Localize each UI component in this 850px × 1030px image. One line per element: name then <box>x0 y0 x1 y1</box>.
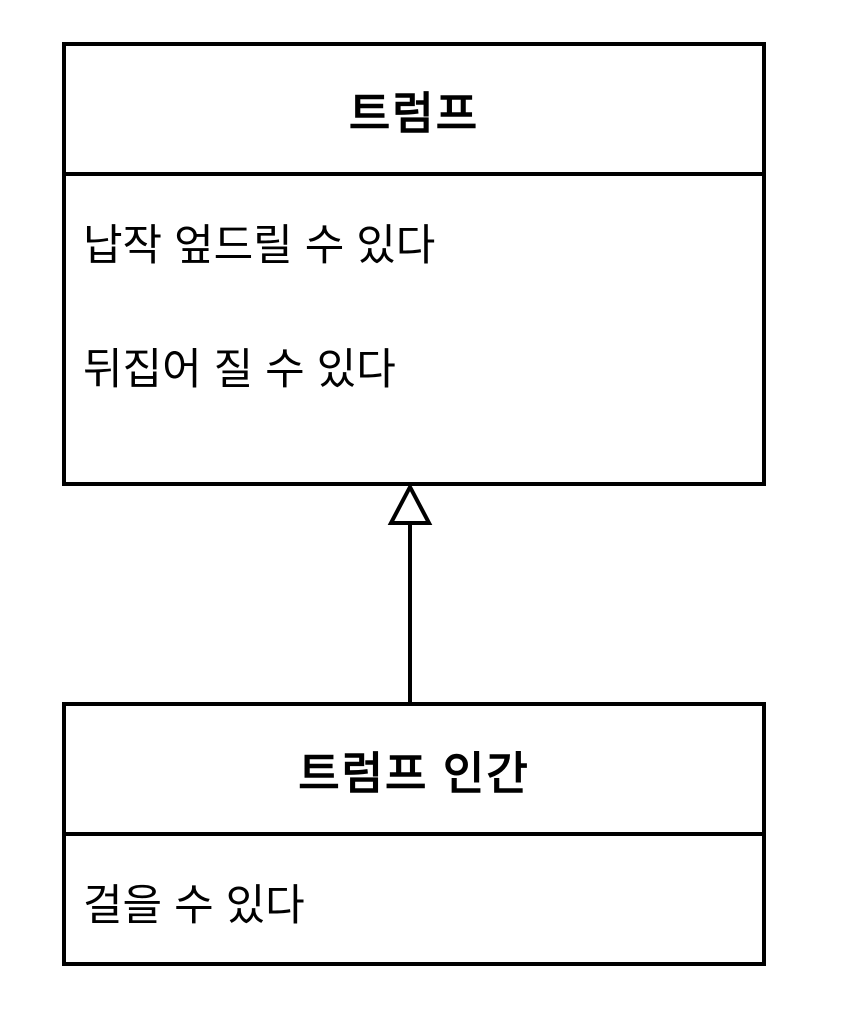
child-class-name: 트럼프 인간 <box>66 706 762 836</box>
hollow-triangle-arrowhead-icon <box>387 482 433 525</box>
child-method-1: 걸을 수 있다 <box>83 882 305 930</box>
parent-method-2: 뒤집어 질 수 있다 <box>83 346 396 394</box>
parent-method-1: 납작 엎드릴 수 있다 <box>83 222 436 270</box>
parent-class-body: 납작 엎드릴 수 있다 뒤집어 질 수 있다 <box>66 176 762 396</box>
class-box-parent: 트럼프 납작 엎드릴 수 있다 뒤집어 질 수 있다 <box>62 42 766 486</box>
parent-class-name: 트럼프 <box>66 46 762 176</box>
class-box-child: 트럼프 인간 걸을 수 있다 <box>62 702 766 966</box>
child-class-body: 걸을 수 있다 <box>66 836 762 932</box>
